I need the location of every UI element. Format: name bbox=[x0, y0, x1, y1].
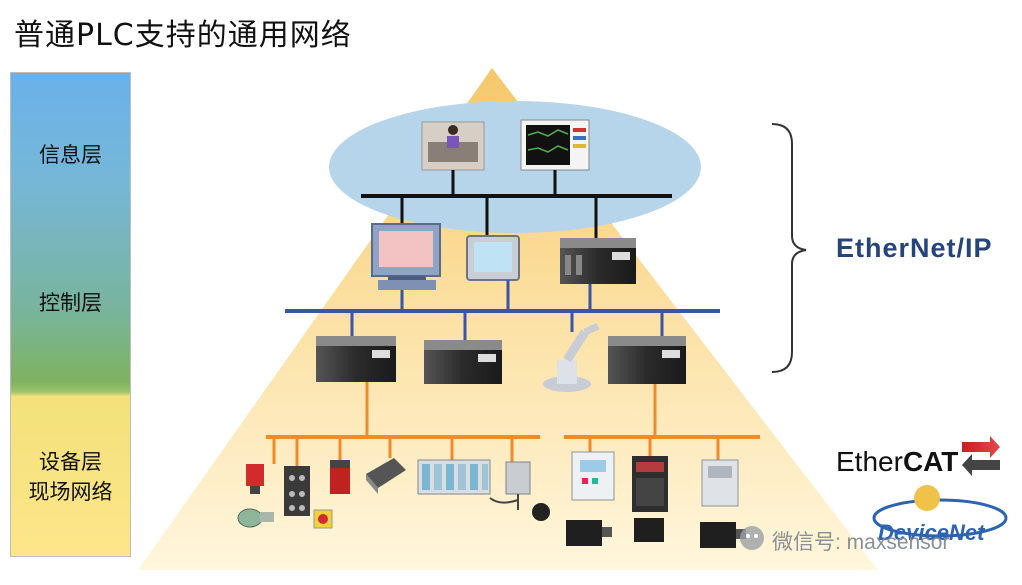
photoelectric-sensor-icon bbox=[246, 464, 264, 494]
hmi-computer-icon bbox=[371, 223, 441, 290]
io-block-icon bbox=[284, 466, 310, 516]
page-title: 普通PLC支持的通用网络 bbox=[14, 18, 352, 53]
operator-workstation-icon bbox=[421, 121, 485, 171]
emergency-stop-icon bbox=[313, 509, 333, 529]
servo-motor-icon-2 bbox=[634, 518, 664, 542]
robot-arm-icon bbox=[543, 322, 600, 392]
plc-controller-icon-1 bbox=[316, 336, 396, 382]
info-layer-ellipse bbox=[329, 101, 701, 233]
pyramid-background bbox=[138, 68, 878, 570]
ethercat-arrow-icon bbox=[962, 436, 1000, 476]
ethernet-ip-bracket bbox=[771, 123, 807, 373]
servo-drive-icon bbox=[632, 456, 668, 512]
inverter-icon-2 bbox=[701, 459, 739, 507]
ethernet-ip-logo: EtherNet/IP bbox=[836, 233, 993, 263]
plc-controller-icon-3 bbox=[608, 336, 686, 384]
layer-color-bar bbox=[10, 72, 131, 557]
ethercat-logo-prefix: Ether bbox=[836, 446, 903, 477]
plc-controller-icon-2 bbox=[424, 340, 502, 384]
servo-motor-icon-1 bbox=[566, 520, 612, 546]
devicenet-logo-text: DeviceNet bbox=[878, 520, 985, 545]
layer-label-control: 控制层 bbox=[39, 291, 102, 315]
fiber-amplifier-icon bbox=[366, 458, 406, 494]
layer-label-field-network: 现场网络 bbox=[28, 480, 113, 504]
proximity-sensor-icon bbox=[237, 508, 274, 528]
watermark-text: 微信号: maxsensor bbox=[772, 531, 950, 554]
inverter-icon bbox=[571, 451, 615, 501]
ethercat-logo: EtherCAT bbox=[836, 446, 958, 478]
plc-controller-icon-control-layer bbox=[560, 238, 636, 284]
devicenet-logo-icon bbox=[872, 485, 1008, 538]
wechat-icon bbox=[740, 526, 764, 550]
ethercat-logo-suffix: CAT bbox=[902, 446, 959, 477]
layer-label-info: 信息层 bbox=[39, 143, 102, 167]
safety-sensor-icon bbox=[330, 460, 350, 494]
remote-io-terminal-icon bbox=[417, 459, 491, 495]
layer-label-device: 设备层 bbox=[39, 450, 102, 474]
scada-monitor-icon bbox=[520, 119, 590, 171]
touch-panel-icon bbox=[466, 235, 520, 281]
vision-camera-icon bbox=[489, 461, 550, 521]
